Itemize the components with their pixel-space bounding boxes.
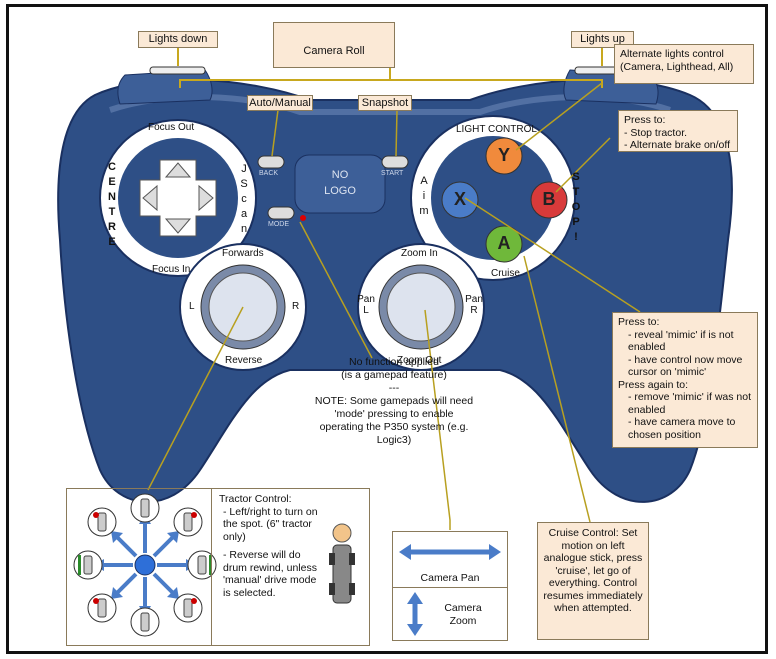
press-b-leader (555, 137, 611, 193)
press-x-item-4: - have camera move to chosen position (628, 416, 736, 441)
press-x-title: Press to: (618, 316, 660, 328)
no-logo-panel (294, 154, 386, 214)
forwards-label: Forwards (222, 248, 264, 259)
button-x-label: X (453, 189, 466, 209)
zoom-out-label: Zoom Out (397, 355, 442, 366)
dpad-down-arrow (164, 218, 192, 234)
camera-roll-label: Camera Roll (303, 45, 365, 57)
alt-lights-leader (515, 82, 603, 151)
back-label: BACK (259, 170, 279, 177)
left-stick-leader (147, 306, 244, 491)
button-a (485, 225, 523, 263)
left-bumper-bar (149, 66, 206, 75)
press-x-item-2: - have control now move cursor on 'mimic… (628, 353, 743, 379)
mode-note-line-4: NOTE: Some gamepads will need 'mode' pre… (314, 395, 474, 446)
dpad-right-arrow (198, 184, 214, 212)
camera-roll-label-box: Camera Roll (273, 22, 395, 68)
lights-up-label: Lights up (571, 31, 634, 48)
alt-lights-callout: Alternate lights control (Camera, Lighth… (614, 44, 754, 84)
camera-pan-arrow (399, 544, 501, 560)
button-y-label: Y (497, 145, 510, 165)
button-y (485, 137, 523, 175)
tractor-diagram (73, 493, 217, 637)
cruise-control-callout: Cruise Control: Set motion on left analo… (537, 522, 649, 640)
snapshot-label: Snapshot (358, 95, 412, 111)
cruise-leader (523, 255, 591, 523)
tractor-control-title: Tractor Control: (219, 493, 292, 505)
tractor-control-box: Tractor Control: - Left/right to turn on… (66, 488, 370, 646)
focus-out-label: Focus Out (148, 122, 195, 133)
mode-button (267, 206, 295, 220)
tractor-figure (329, 523, 355, 604)
pan-r-label: Pan R (465, 294, 483, 316)
button-a-label: A (497, 233, 511, 253)
button-b-label: B (542, 189, 556, 209)
left-r-label: R (292, 301, 300, 312)
press-b-item-2: - Alternate brake on/off (624, 139, 731, 151)
press-x-callout: Press to: - reveal 'mimic' if is not ena… (612, 312, 758, 448)
zoom-in-label: Zoom In (401, 248, 438, 259)
press-b-callout: Press to: - Stop tractor. - Alternate br… (618, 110, 738, 152)
auto-manual-leader (271, 109, 279, 157)
right-stick-leader (424, 309, 451, 530)
pan-l-label: Pan L (357, 294, 375, 316)
right-stick-cap (386, 272, 456, 342)
dpad-left-arrow (142, 184, 158, 212)
start-button (381, 155, 409, 169)
mode-led (300, 215, 306, 221)
press-x-leader (464, 197, 641, 313)
reverse-label: Reverse (225, 355, 263, 366)
cruise-label: Cruise (491, 268, 520, 279)
left-bumper (117, 69, 213, 105)
auto-manual-label: Auto/Manual (247, 95, 313, 111)
dpad-cross (139, 159, 217, 237)
tractor-control-item-2: - Reverse will do drum rewind, unless 'm… (223, 549, 317, 599)
lights-down-label: Lights down (138, 31, 218, 48)
focus-in-label: Focus In (152, 264, 191, 275)
snapshot-leader (395, 109, 398, 157)
back-button (257, 155, 285, 169)
press-x-item-3: - remove 'mimic' if was not enabled (628, 391, 752, 416)
press-x-item-1: - reveal 'mimic' if is not enabled (628, 328, 734, 354)
mode-note-line-1: No function applied (349, 356, 439, 368)
light-control-label: LIGHT CONTROL (456, 124, 537, 135)
mode-label: MODE (268, 221, 289, 228)
camera-zoom-arrow (407, 592, 423, 636)
no-logo-label: NO LOGO (324, 169, 356, 197)
dpad-up-arrow (164, 162, 192, 178)
mode-note-line-2: (is a gamepad feature) (341, 369, 447, 381)
camera-pan-label: Camera Pan (420, 572, 480, 584)
press-b-item-1: - Stop tractor. (624, 126, 688, 139)
camera-zoom-label: Camera Zoom (444, 602, 482, 627)
start-label: START (381, 170, 404, 177)
mode-note: No function applied (is a gamepad featur… (312, 356, 476, 447)
tractor-control-item-1: - Left/right to turn on the spot. (6" tr… (223, 505, 318, 543)
mode-leader (299, 221, 373, 359)
button-x (441, 181, 479, 219)
mode-note-line-3: --- (388, 382, 400, 394)
left-l-label: L (189, 301, 195, 312)
camera-pan-zoom-box: Camera Pan Camera Zoom (392, 531, 508, 641)
press-x-title-2: Press again to: (618, 378, 689, 391)
press-b-title: Press to: (624, 114, 666, 126)
right-face-inner (431, 136, 555, 260)
